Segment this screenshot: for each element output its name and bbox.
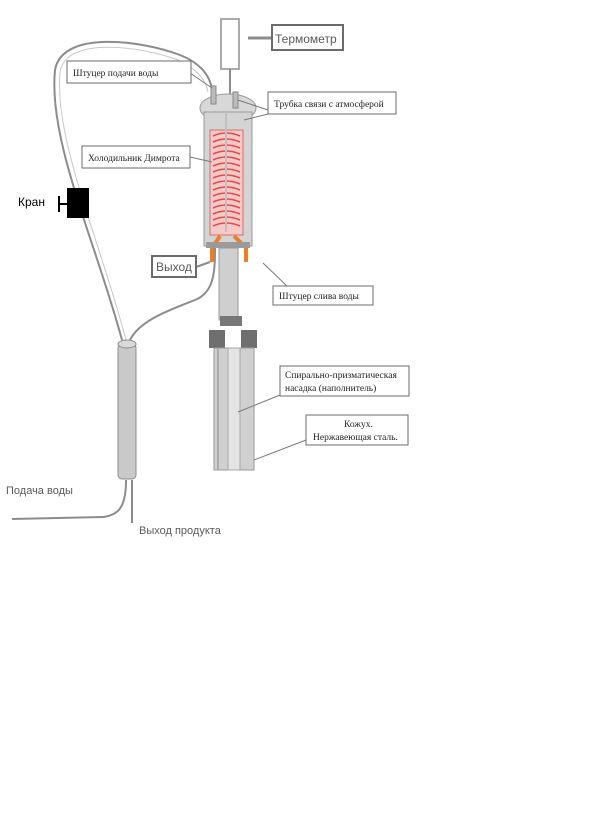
water-supply-label: Подача воды xyxy=(6,485,73,497)
atmosphere-label-box xyxy=(267,91,397,115)
packing-label-line1: Спирально-призматическая xyxy=(285,371,397,381)
atmosphere-leader xyxy=(237,99,269,111)
product-outlet-label: Выход продукта xyxy=(139,525,222,537)
condenser-bottom-flange xyxy=(206,242,250,248)
packing-label-line2: насадка (наполнитель) xyxy=(285,383,376,394)
dimroth-leader xyxy=(189,156,213,163)
inlet-fitting-stub xyxy=(210,85,217,105)
casing-label-line2: Нержавеющая сталь. xyxy=(313,433,398,443)
water-supply-pipe-curve xyxy=(102,479,127,518)
flange-left xyxy=(209,330,225,348)
outlet-leader xyxy=(195,261,211,268)
outlet-label-box xyxy=(151,255,197,278)
atmosphere-tube-stub xyxy=(232,91,239,109)
flange-right xyxy=(241,330,257,348)
valve-label: Кран xyxy=(18,195,45,209)
inlet-leader xyxy=(189,72,213,89)
valve-body xyxy=(67,188,89,218)
column-tube xyxy=(218,247,239,321)
outlet-label: Выход xyxy=(156,260,192,274)
dimroth-label-box xyxy=(81,145,191,169)
dimroth-label: Холодильник Димрота xyxy=(88,154,180,164)
packing-inner xyxy=(227,347,241,471)
drain-leader xyxy=(262,262,289,288)
atmosphere-leader-2 xyxy=(243,113,269,121)
water-supply-pipe xyxy=(11,516,104,520)
inlet-label-box xyxy=(66,60,192,84)
packing-leader xyxy=(237,394,281,413)
product-column xyxy=(117,343,137,480)
drain-label: Штуцер слива воды xyxy=(279,292,360,302)
casing-label-box xyxy=(305,414,409,446)
casing-label-line1: Кожух. xyxy=(344,420,373,430)
packing-label-box xyxy=(279,365,410,397)
drain-label-box xyxy=(272,285,374,306)
atmosphere-label: Трубка связи с атмосферой xyxy=(274,99,384,110)
product-column-top xyxy=(117,339,137,349)
casing-leader xyxy=(253,439,307,461)
column-joint xyxy=(220,316,242,326)
outlet-tube xyxy=(129,244,216,341)
thermometer-body xyxy=(220,18,240,70)
thermometer-label-box xyxy=(271,24,344,51)
inlet-label: Штуцер подачи воды xyxy=(73,69,159,79)
thermometer-label: Термометр xyxy=(275,32,337,46)
